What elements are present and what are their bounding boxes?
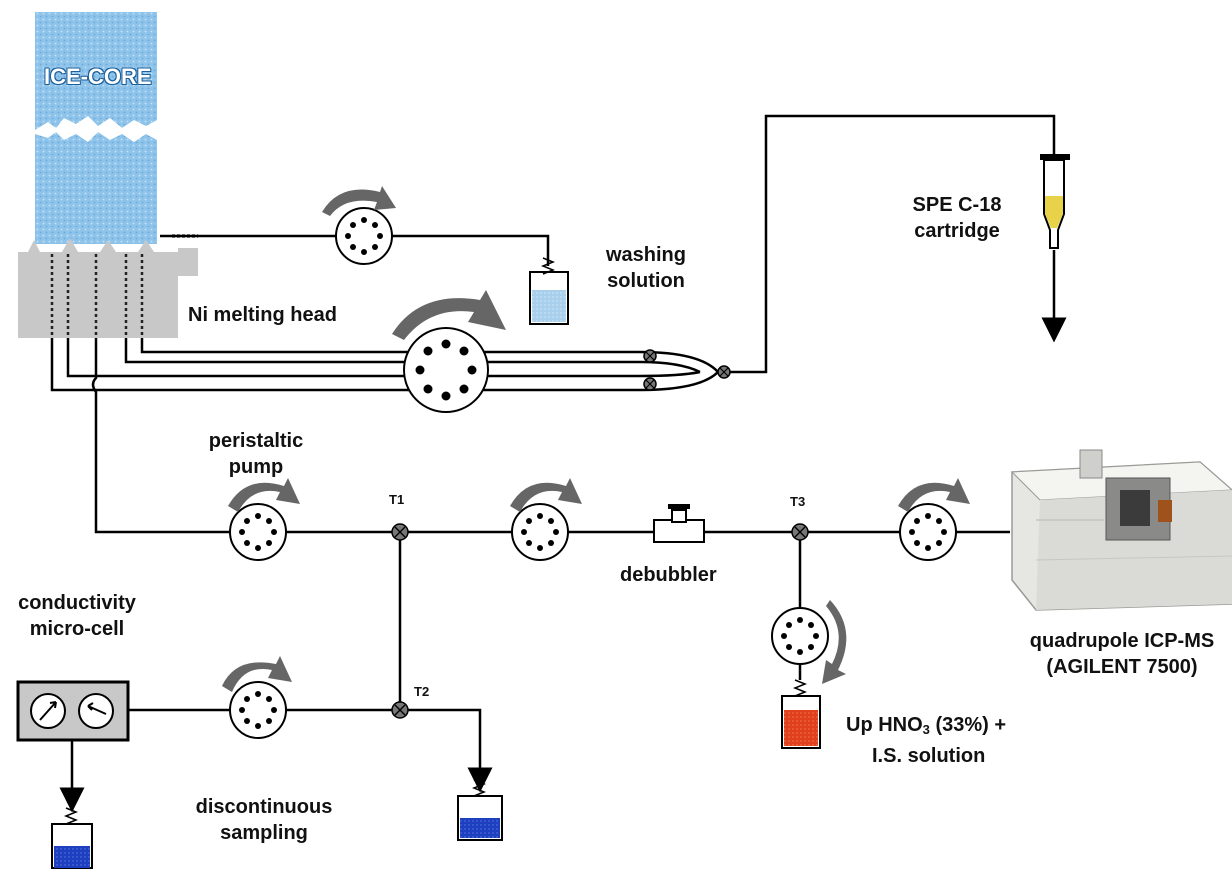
- ice-core-label: ICE-CORE: [44, 64, 152, 89]
- washing-solution-line1: washing: [605, 244, 686, 266]
- washing-solution-line2: solution: [607, 270, 685, 292]
- ice-core: [35, 12, 157, 244]
- icp-ms-line2: (AGILENT 7500): [1046, 656, 1198, 678]
- valve-spe[interactable]: [717, 365, 731, 379]
- rotation-arrow-icon: [228, 478, 300, 512]
- spe-cartridge-line1: SPE C-18: [912, 194, 1002, 216]
- rotation-arrow-icon: [510, 478, 582, 512]
- spe-cartridge-label: SPE C-18 cartridge: [892, 192, 1022, 244]
- acid-line1: Up HNO3 (33%) +: [846, 712, 1006, 743]
- acid-suffix: (33%) +: [929, 714, 1007, 736]
- melting-head-label: Ni melting head: [188, 304, 337, 326]
- valve-t2[interactable]: [391, 701, 409, 719]
- valve-upper[interactable]: [643, 349, 657, 363]
- rotation-arrow-icon: [222, 656, 292, 692]
- washing-solution-label: washing solution: [586, 242, 706, 294]
- conductivity-micro-cell[interactable]: [16, 680, 130, 742]
- rotation-arrow-icon: [822, 600, 847, 684]
- discontinuous-line2: sampling: [220, 822, 308, 844]
- main-peristaltic-pump[interactable]: [392, 290, 506, 413]
- peristaltic-pump-4[interactable]: [222, 656, 292, 739]
- conductivity-label: conductivity micro-cell: [2, 590, 152, 642]
- discontinuous-sampling-label: discontinuous sampling: [184, 794, 344, 846]
- valve-t1[interactable]: [391, 523, 409, 541]
- peristaltic-pump-3[interactable]: [898, 478, 970, 561]
- rotation-arrow-icon: [898, 478, 970, 512]
- conductivity-line1: conductivity: [18, 592, 136, 614]
- peristaltic-pump-line2: pump: [228, 456, 284, 478]
- spe-cartridge-line2: cartridge: [914, 220, 1000, 242]
- acid-prefix: Up HNO: [846, 714, 923, 736]
- rotation-arrow-icon: [392, 290, 506, 340]
- acid-subscript: 3: [922, 722, 930, 737]
- discontinuous-line1: discontinuous: [195, 796, 333, 818]
- spe-cartridge[interactable]: [1040, 154, 1070, 249]
- ni-melting-head: [18, 234, 198, 338]
- washing-pump[interactable]: [322, 186, 396, 265]
- acid-bottle: [781, 679, 821, 749]
- peristaltic-pump-1[interactable]: [228, 478, 300, 561]
- t1-label: T1: [389, 492, 405, 507]
- washing-solution-bottle: [529, 257, 569, 325]
- gauge-needle-icon: [39, 701, 57, 721]
- sample-vial-conductivity: [51, 807, 93, 869]
- gauge-needle-icon: [87, 702, 107, 715]
- debubbler[interactable]: [653, 504, 705, 543]
- rotation-arrow-icon: [322, 186, 396, 216]
- icp-ms-line1: quadrupole ICP-MS: [1029, 630, 1215, 652]
- debubbler-label: debubbler: [620, 564, 717, 586]
- acid-pump[interactable]: [771, 600, 847, 684]
- tubing: [50, 114, 1067, 813]
- peristaltic-pump-2[interactable]: [510, 478, 582, 561]
- t2-label: T2: [414, 684, 430, 699]
- t3-label: T3: [790, 494, 806, 509]
- acid-solution-label: Up HNO3 (33%) + I.S. solution: [846, 712, 1006, 769]
- valve-t3[interactable]: [791, 523, 809, 541]
- sample-vial-discontinuous: [457, 779, 503, 841]
- icp-ms-label: quadrupole ICP-MS (AGILENT 7500): [1016, 628, 1228, 680]
- peristaltic-pump-label: peristaltic pump: [196, 428, 316, 480]
- acid-line2: I.S. solution: [872, 745, 986, 767]
- peristaltic-pump-line1: peristaltic: [208, 430, 304, 452]
- conductivity-line2: micro-cell: [29, 618, 125, 640]
- icp-ms-instrument[interactable]: [1010, 449, 1232, 611]
- valve-lower[interactable]: [643, 377, 657, 391]
